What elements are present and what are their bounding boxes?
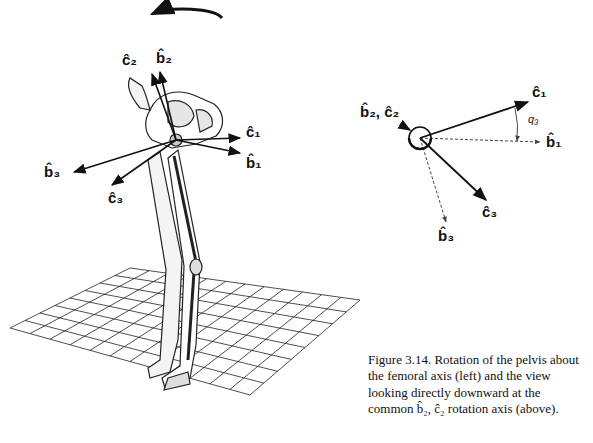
top-view	[400, 102, 540, 222]
grid-line	[10, 328, 250, 395]
vector-label: b̂₃	[44, 164, 60, 179]
vector-label: ĉ₃	[108, 190, 123, 205]
vector-label: ĉ₁	[246, 124, 261, 139]
vector-label: b̂₃	[438, 228, 454, 243]
unit-vectors	[74, 72, 240, 185]
vector-label: b̂₁	[546, 134, 561, 149]
skeleton-figure	[128, 78, 222, 390]
vector-label: ĉ₁	[532, 84, 547, 99]
vector-label: b̂₂, ĉ₂	[360, 104, 399, 119]
grid-line	[25, 321, 264, 384]
grid-line	[85, 291, 319, 336]
angle-label: q₃	[528, 114, 538, 125]
vector-label: ĉ₂	[122, 52, 137, 67]
rotation-arrow	[152, 9, 222, 18]
vector-label: b̂₁	[246, 155, 261, 170]
grid-line	[100, 283, 333, 324]
vector-label: b̂₂	[156, 50, 172, 65]
vector-label: ĉ₃	[482, 204, 497, 219]
figure-caption: Figure 3.14. Rotation of the pelvis abou…	[368, 352, 586, 417]
grid-line	[115, 276, 346, 312]
